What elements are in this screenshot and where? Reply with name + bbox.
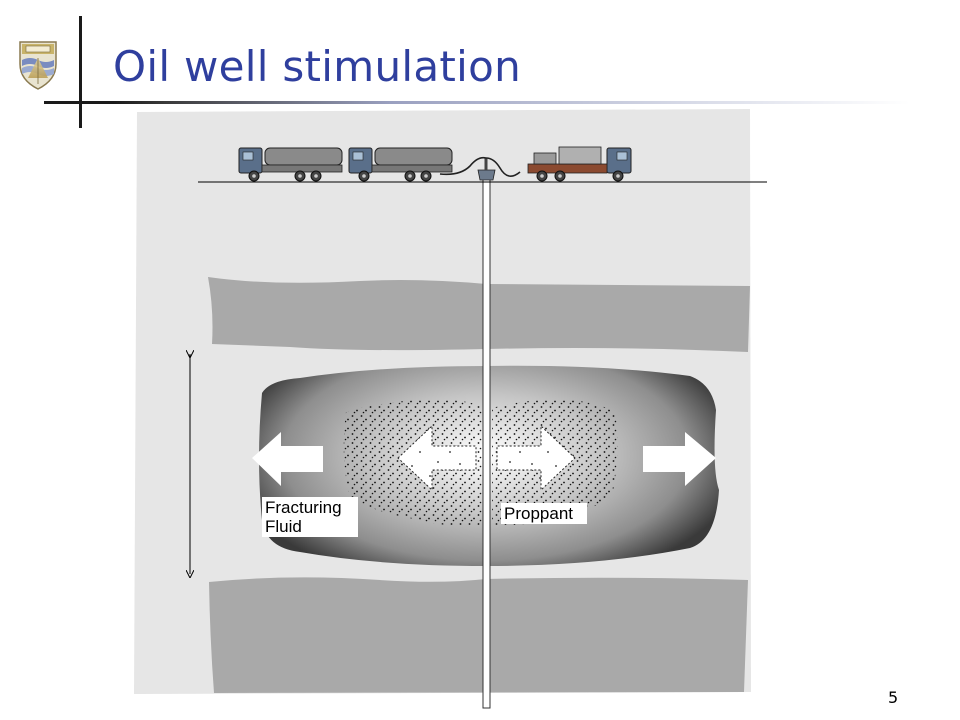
lower-shale-layer — [209, 577, 748, 693]
upper-shale-layer — [208, 277, 750, 352]
university-crest-icon — [19, 41, 57, 90]
wellbore — [482, 177, 491, 709]
proppant-arrow-left — [397, 424, 477, 492]
page-number: 5 — [888, 688, 899, 707]
truck-icon — [348, 147, 453, 182]
fluid-arrow-right — [643, 432, 716, 486]
proppant-arrow-right — [496, 424, 576, 492]
truck-icon — [527, 146, 632, 182]
title-horizontal-rule — [44, 101, 910, 104]
slide-title: Oil well stimulation — [113, 42, 522, 91]
truck-icon — [238, 147, 343, 182]
wellhead-icon — [439, 156, 521, 181]
proppant-label: Proppant — [501, 503, 587, 524]
title-vertical-rule — [79, 16, 82, 128]
fracturing-fluid-label: Fracturing Fluid — [262, 497, 358, 537]
fluid-arrow-left — [252, 432, 323, 486]
